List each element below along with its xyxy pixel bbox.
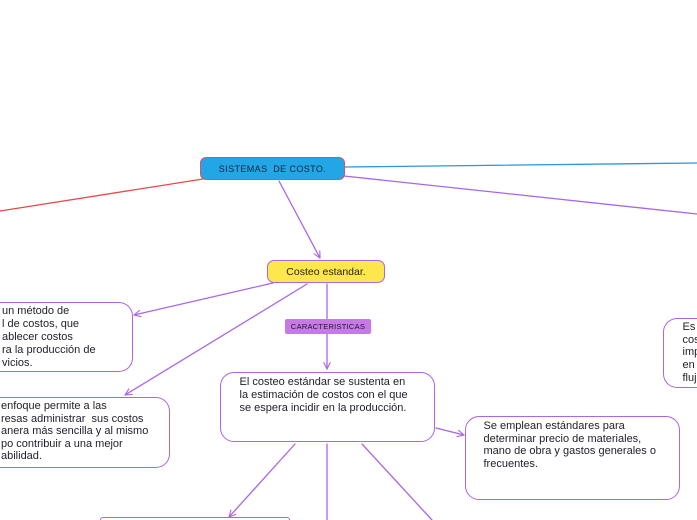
relationship-label-text: CARACTERISTICAS [290, 322, 366, 331]
box-text-line: ra la producción de [2, 344, 96, 356]
connector-center-to-right-box [435, 427, 465, 438]
box-text-line: fluj [682, 371, 697, 384]
box-text-line: El costeo estándar se sustenta en [239, 376, 406, 388]
topic-box-bottom-left[interactable] [100, 517, 290, 520]
box-text-line: se espera incidir en la producción. [239, 402, 407, 414]
box-text-line: Se emplean estándares para [483, 420, 625, 432]
topic-box-costeo-sustento[interactable]: El costeo estándar se sustenta en la est… [220, 372, 435, 442]
box-text-line: abilidad. [1, 450, 42, 463]
box-text-line: determinar precio de materiales, [483, 432, 642, 445]
box-text-line: anera más sencilla y al mismo [1, 425, 149, 438]
box-text-line: Es [682, 321, 696, 333]
topic-box-far-right[interactable]: Es cos imp en fluj [663, 318, 697, 388]
root-node-label: SISTEMAS DE COSTO. [218, 163, 327, 174]
box-text-line: po contribuir a una mejor [1, 437, 123, 450]
box-text-line: mano de obra y gastos generales o [483, 445, 656, 458]
connector-center-to-bottom-left [228, 443, 296, 518]
box-text-line: vicios. [2, 357, 33, 369]
connector-root-to-costeo [278, 180, 321, 259]
box-text-line: l de costos, que [2, 318, 80, 330]
connector-root-to-right [343, 175, 697, 215]
box-text-line: imp [682, 346, 697, 359]
box-text-line: enfoque permite a las [1, 400, 107, 412]
box-text-line: ablecer costos [2, 331, 73, 343]
topic-node-costeo-estandar[interactable]: Costeo estandar. [267, 260, 385, 283]
topic-box-left-bottom[interactable]: enfoque permite a las resas administrar … [0, 397, 170, 468]
topic-box-left-top[interactable]: un método de l de costos, que ablecer co… [0, 302, 133, 372]
root-node-sistemas-de-costo[interactable]: SISTEMAS DE COSTO. [200, 157, 345, 180]
box-text-line: en [682, 359, 695, 372]
relationship-label-caracteristicas[interactable]: CARACTERISTICAS [285, 319, 371, 334]
box-text-line: la estimación de costos con el que [239, 389, 408, 401]
connector-root-to-right-top [344, 162, 697, 168]
topic-box-estandares[interactable]: Se emplean estándares para determinar pr… [465, 416, 680, 500]
box-text-line: cos [682, 333, 697, 346]
connector-root-to-left [0, 178, 204, 212]
box-text-line: un método de [2, 305, 70, 317]
connector-center-to-bottom-right [361, 443, 433, 520]
connector-costeo-to-left-bottom-box [124, 283, 308, 396]
box-text-line: resas administrar sus costos [1, 412, 144, 425]
connector-costeo-to-left-top-box [133, 282, 274, 318]
costeo-node-label: Costeo estandar. [286, 265, 366, 278]
box-text-line: frecuentes. [483, 458, 538, 471]
